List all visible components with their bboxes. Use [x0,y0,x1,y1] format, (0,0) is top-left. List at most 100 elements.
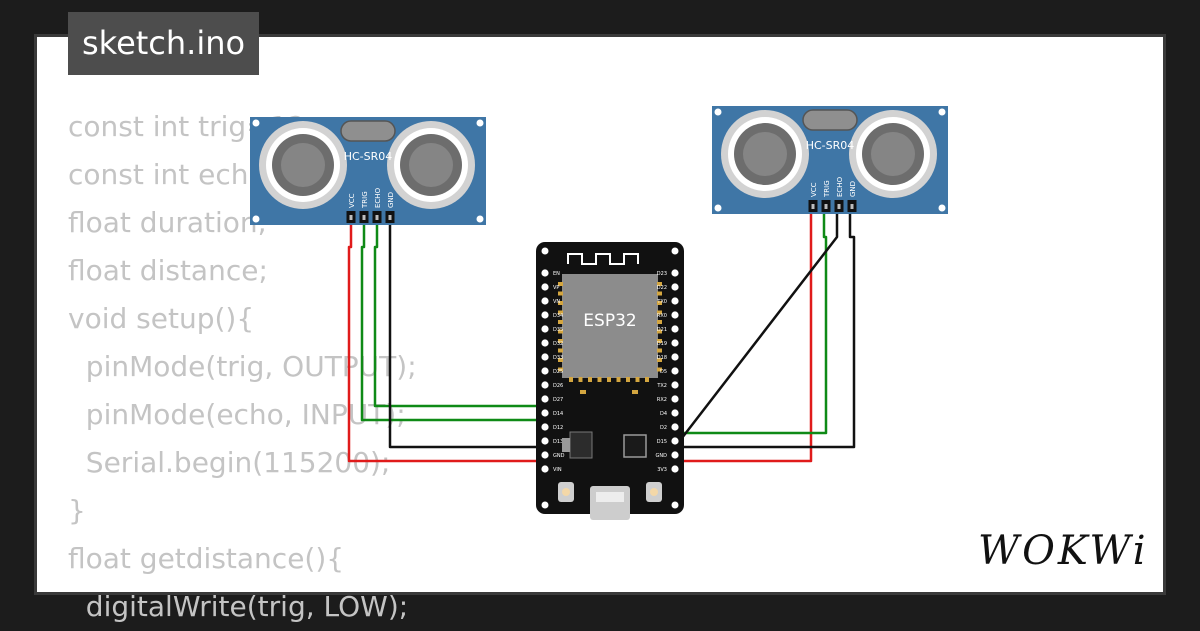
wire[interactable] [347,223,545,463]
module-pad [558,301,563,305]
esp-pin[interactable] [541,409,549,417]
esp-pin-label: EN [553,271,560,277]
esp-pin-label: D21 [657,327,667,333]
esp-pin[interactable] [541,283,549,291]
esp-pin[interactable] [541,297,549,305]
sensor-pin-label: VCC [348,193,356,208]
esp-pin-label: D18 [657,355,667,361]
sensor-pin-label: VCC [810,182,818,197]
module-pad [607,377,611,382]
crystal-oscillator [802,109,858,131]
wire[interactable] [675,213,828,435]
esp-pin[interactable] [541,325,549,333]
esp-pin[interactable] [541,451,549,459]
esp-pin[interactable] [541,339,549,347]
esp-pin[interactable] [671,381,679,389]
esp-pin-label: D26 [553,383,563,389]
esp-pin[interactable] [671,325,679,333]
esp-pin[interactable] [671,465,679,473]
smd-component [580,390,586,394]
esp-pin[interactable] [541,367,549,375]
code-line: } [68,494,86,527]
module-pad [558,329,563,334]
esp-pin[interactable] [671,423,679,431]
esp-pin[interactable] [671,353,679,361]
wokwi-logo: WOKWi [978,528,1149,574]
usb-uart-chip [623,434,647,458]
esp-pin-label: 3V3 [657,467,667,473]
regulator-tab [562,438,570,452]
esp-pin[interactable] [671,367,679,375]
esp-pin[interactable] [671,269,679,277]
sensor-model-label: HC-SR04 [344,150,393,163]
esp-pin-label: GND [553,453,565,459]
esp-pin[interactable] [541,437,549,445]
module-pad [558,367,563,372]
esp-pin-label: D15 [657,439,667,445]
esp-pin[interactable] [671,339,679,347]
esp32-board[interactable]: ESP32ENVPVND34D35D32D33D25D26D27D14D12D1… [536,242,684,520]
wire[interactable] [674,213,839,448]
code-line: pinMode(echo, INPUT); [68,398,406,431]
wire[interactable] [675,213,813,463]
wire[interactable] [675,213,856,449]
sensor-pin-contact [375,215,379,220]
module-pad [657,329,662,334]
wire[interactable] [388,223,545,449]
esp32-module [562,274,658,378]
mount-hole [938,108,946,116]
module-pad [558,310,563,315]
module-pad [569,377,573,382]
sensor-pin-label: ECHO [374,187,382,208]
esp-pin-label: D14 [553,411,563,417]
esp-pin[interactable] [541,395,549,403]
esp-pin-label: D5 [660,369,667,375]
esp-pin[interactable] [541,311,549,319]
sensor-pin-contact [362,215,366,220]
esp-pin[interactable] [541,353,549,361]
module-pad [657,348,662,353]
transducer-mesh-inner [743,132,787,176]
esp-pin[interactable] [541,381,549,389]
esp-pin[interactable] [671,451,679,459]
wire[interactable] [373,223,545,408]
code-line: void setup(){ [68,302,255,335]
esp-pin-label: D23 [657,271,667,277]
sketch-tab-title[interactable]: sketch.ino [68,12,260,75]
mount-hole [252,119,260,127]
esp-pin-label: RX2 [657,397,667,403]
module-pad [578,377,583,382]
esp-pin[interactable] [671,283,679,291]
sensor-model-label: HC-SR04 [806,139,855,152]
esp-pin[interactable] [671,409,679,417]
wire[interactable] [360,223,545,422]
esp-pin[interactable] [671,311,679,319]
sensor-pin-label: ECHO [836,176,844,197]
esp-pin-label: VP [553,285,559,291]
mount-hole [714,204,722,212]
voltage-regulator [569,431,593,459]
sensor-pin-contact [388,215,392,220]
code-line: Serial.begin(115200); [68,446,391,479]
esp-pin[interactable] [671,437,679,445]
module-pad [657,301,662,305]
transducer-mesh-inner [871,132,915,176]
module-pad [588,377,592,382]
module-pad [626,377,630,382]
esp-pin-label: VN [553,299,560,305]
module-pad [657,282,662,286]
esp-pin[interactable] [671,395,679,403]
esp-pin[interactable] [541,465,549,473]
sensor-pin-label: TRIG [823,180,831,198]
esp-pin[interactable] [671,297,679,305]
usb-port[interactable] [590,486,630,520]
sensor-pin-contact [824,204,828,209]
esp-pin[interactable] [541,269,549,277]
mount-hole [541,501,549,509]
reset-button-cap [650,488,658,496]
esp-pin-label: TX0 [656,299,667,305]
esp-pin[interactable] [541,423,549,431]
